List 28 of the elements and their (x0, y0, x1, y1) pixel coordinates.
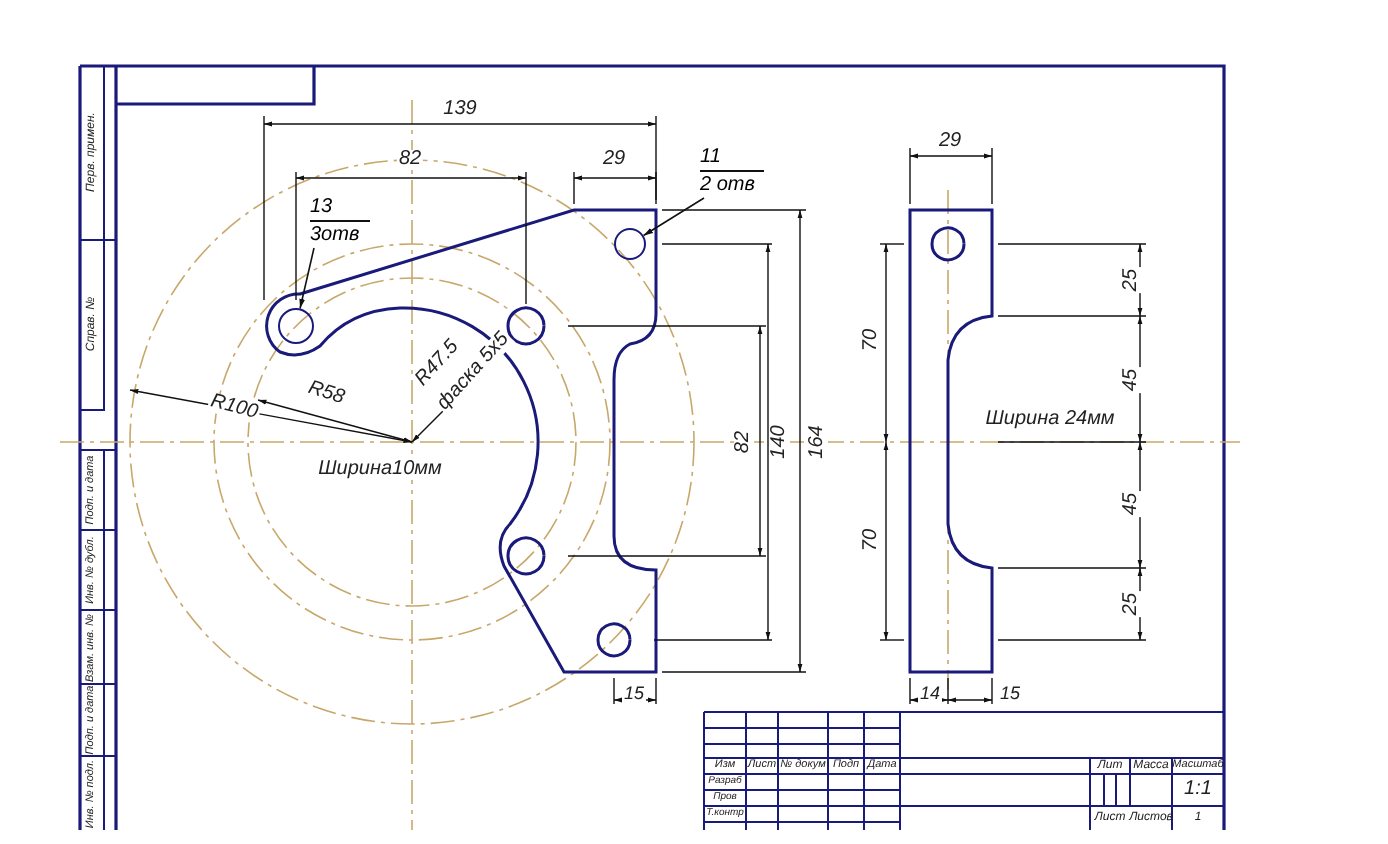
dimension-label: 82 (734, 428, 754, 456)
leader-line (642, 197, 705, 237)
dimension-label: Ширина10мм (316, 460, 444, 480)
dimension-label: 164 (808, 423, 828, 461)
dimension-label: 29 (936, 132, 964, 152)
dimension-label: 1:1 (1182, 780, 1214, 800)
dimension-label: 82 (396, 150, 424, 170)
dimension-label: 25 (1122, 590, 1142, 618)
hole-count: 3отв (310, 222, 362, 248)
hole-size: 13 (310, 194, 370, 222)
leader-line (299, 247, 315, 310)
dimension-label: 15 (998, 685, 1022, 703)
dimension-label: 70 (862, 526, 882, 554)
mounting-hole (614, 228, 646, 260)
dimension-label: 25 (1122, 266, 1142, 294)
hole-count: 2 отв (700, 172, 757, 198)
hole-size: 11 (700, 144, 764, 172)
dimension-label: 45 (1122, 366, 1142, 394)
dimension-label: 45 (1122, 490, 1142, 518)
dimension-label: 140 (770, 423, 790, 461)
dimension-label: 14 (918, 685, 942, 703)
dimension-label: 139 (441, 100, 479, 120)
dimension-label: Ширина 24мм (983, 410, 1117, 430)
dimension-label: 70 (862, 326, 882, 354)
dimension-label: R100 (206, 391, 262, 425)
mounting-hole (278, 308, 314, 344)
dimension-label: 15 (622, 685, 646, 703)
dimension-label: 29 (600, 150, 628, 170)
